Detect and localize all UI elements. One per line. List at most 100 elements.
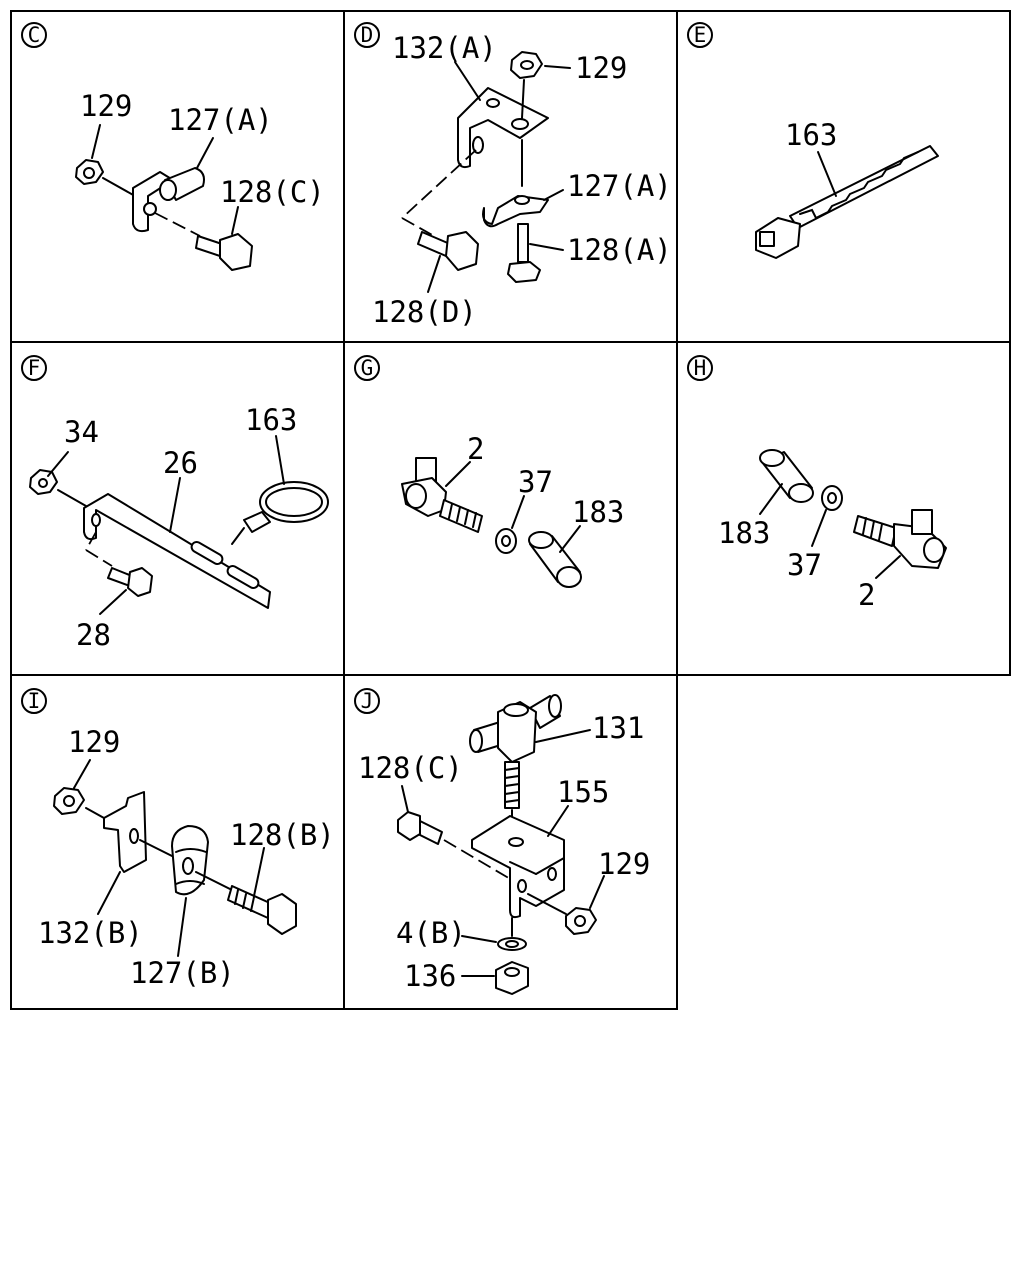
assembly-line: [527, 893, 567, 915]
part-label: 155: [557, 775, 609, 809]
spacer-end: [556, 566, 582, 588]
leader-line: [511, 495, 525, 529]
bracket-hole: [472, 136, 484, 154]
leader-line: [461, 935, 497, 943]
part-label: 129: [68, 725, 120, 759]
panel-letter-circle: [21, 355, 47, 381]
leader-line: [454, 61, 481, 101]
tee-top: [503, 703, 529, 717]
assembly-line: [85, 531, 97, 551]
part-label: 131: [592, 711, 644, 745]
clip-hole: [182, 857, 194, 875]
panel-e: E 163: [687, 22, 939, 259]
assembly-line: [154, 212, 201, 237]
clip-127a: [482, 195, 549, 228]
panel-h: H 183 37 2: [687, 355, 947, 612]
leader-line: [253, 847, 265, 897]
nut-hole: [38, 478, 48, 488]
leader-line: [445, 461, 471, 487]
bracket-edge: [535, 857, 565, 875]
leader-line: [817, 151, 837, 197]
assembly-line: [401, 149, 477, 219]
panel-letter: D: [361, 23, 374, 47]
bracket-edge: [509, 861, 537, 875]
leader-line: [529, 243, 564, 251]
leader-line: [401, 785, 409, 813]
panel-letter: F: [28, 356, 41, 380]
part-label: 28: [76, 618, 111, 652]
bolt-head-28: [127, 567, 153, 597]
nut-hole: [574, 915, 586, 927]
bracket-hole: [511, 118, 529, 130]
panel-letter: I: [28, 689, 41, 713]
fitting-port: [405, 483, 427, 509]
leader-line: [559, 525, 581, 553]
spacer-end: [788, 483, 814, 503]
bracket-132b: [103, 791, 147, 873]
part-label: 128(C): [220, 175, 325, 209]
panel-letter-circle: [21, 688, 47, 714]
panel-letter: J: [361, 689, 374, 713]
bolt-head-128d: [445, 231, 479, 271]
bracket-hole: [143, 202, 157, 216]
panel-letter: G: [361, 356, 374, 380]
leader-line: [99, 589, 127, 615]
assembly-line: [195, 871, 233, 891]
part-label: 2: [858, 578, 875, 612]
assembly-line: [57, 489, 87, 507]
assembly-line: [85, 549, 113, 567]
panel-letter-circle: [687, 22, 713, 48]
leader-line: [811, 509, 827, 547]
leader-line: [275, 435, 285, 485]
leader-line: [589, 875, 605, 909]
part-label: 4(B): [396, 916, 466, 950]
part-label: 127(B): [130, 956, 235, 990]
nut-hole: [83, 167, 95, 179]
part-label: 183: [572, 495, 624, 529]
part-label: 163: [245, 403, 297, 437]
assembly-line: [401, 217, 435, 237]
clip-hole: [514, 195, 530, 205]
part-label: 128(A): [567, 233, 672, 267]
part-label: 127(A): [168, 103, 273, 137]
thread-lines: [862, 517, 883, 541]
nut-hole: [504, 967, 520, 977]
bolt-head-128c: [219, 233, 253, 271]
panel-letter-circle: [687, 355, 713, 381]
panel-j: J: [354, 688, 650, 995]
nut-hole: [520, 60, 534, 70]
part-label: 37: [787, 548, 822, 582]
part-label: 136: [404, 959, 456, 993]
leader-line: [544, 65, 571, 69]
tee-body-131: [497, 701, 537, 763]
leader-line: [47, 451, 69, 477]
bolt-shank: [517, 223, 529, 263]
hex-nut-136: [495, 961, 529, 995]
leader-line: [97, 871, 121, 915]
part-label: 127(A): [567, 169, 672, 203]
clip-end: [159, 179, 177, 201]
panel-letter-circle: [21, 22, 47, 48]
nut-hole: [63, 795, 75, 807]
assembly-line: [85, 807, 105, 819]
leader-line: [759, 483, 783, 515]
leader-line: [427, 255, 441, 293]
leader-line: [231, 206, 239, 235]
bracket-hole: [508, 837, 524, 847]
leader-line: [169, 477, 181, 533]
leader-line: [73, 759, 91, 789]
assembly-line: [443, 839, 513, 881]
thread-lines: [504, 767, 520, 803]
bolt-head-128a: [507, 261, 541, 283]
bracket-slot: [190, 541, 224, 565]
bracket-hole: [517, 879, 527, 893]
band-inner: [265, 487, 323, 517]
panel-letter-circle: [354, 688, 380, 714]
clip-folds: [175, 848, 207, 885]
cable-tie-slot: [759, 231, 775, 247]
fitting-port: [923, 537, 945, 563]
leader-line: [91, 124, 101, 159]
panel-letter-circle: [354, 355, 380, 381]
panel-grid: [10, 10, 1011, 1010]
part-label: 128(B): [230, 818, 335, 852]
